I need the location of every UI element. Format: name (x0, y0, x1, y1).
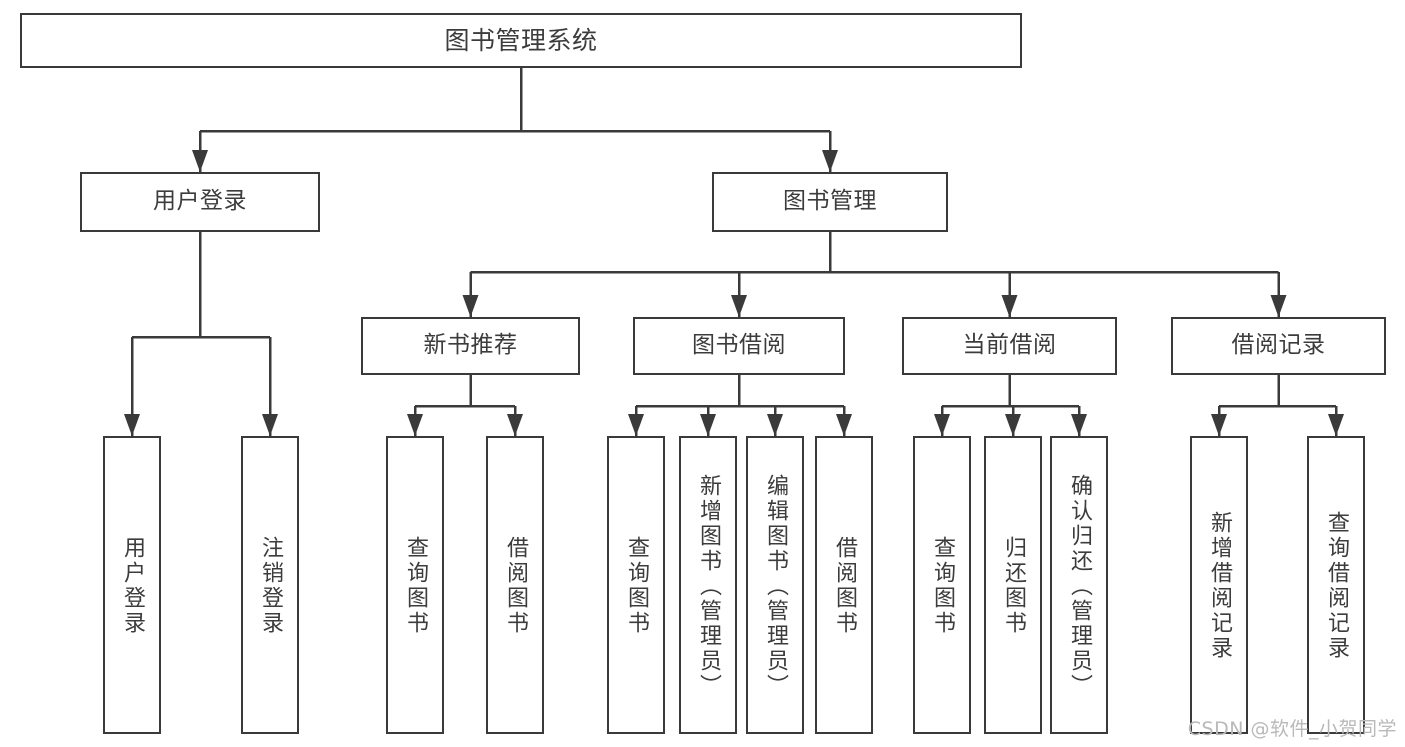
arrowhead-icon (1005, 414, 1021, 436)
arrowhead-icon (767, 414, 783, 436)
arrowhead-icon (1211, 414, 1227, 436)
node-leaf-9[interactable]: 查询图书 (913, 436, 971, 734)
arrowhead-icon (934, 414, 950, 436)
node-current-borrow[interactable]: 当前借阅 (902, 317, 1117, 375)
node-leaf-4[interactable]: 借阅图书 (486, 436, 544, 734)
arrowhead-icon (192, 150, 208, 172)
arrowhead-icon (124, 414, 140, 436)
node-label: 查询借阅记录 (1323, 511, 1349, 661)
node-label: 编辑图书（管理员） (762, 473, 788, 699)
arrowhead-icon (462, 295, 479, 317)
arrowhead-icon (628, 414, 644, 436)
node-label: 图书借阅 (692, 332, 786, 359)
node-label: 查询图书 (402, 536, 428, 636)
node-label: 查询图书 (623, 536, 649, 636)
node-leaf-7[interactable]: 编辑图书（管理员） (746, 436, 804, 734)
node-borrow-record[interactable]: 借阅记录 (1171, 317, 1386, 375)
arrowhead-icon (1270, 295, 1287, 317)
arrowhead-icon (1071, 414, 1087, 436)
node-label: 借阅记录 (1231, 332, 1326, 359)
node-label: 归还图书 (1000, 536, 1026, 636)
node-leaf-6[interactable]: 新增图书（管理员） (679, 436, 737, 734)
node-label: 新书推荐 (423, 332, 518, 359)
node-leaf-2[interactable]: 注销登录 (241, 436, 299, 734)
node-label: 借阅图书 (502, 536, 528, 636)
node-label: 图书管理系统 (444, 25, 598, 55)
node-label: 借阅图书 (831, 536, 857, 636)
arrowhead-icon (731, 295, 747, 317)
node-label: 用户登录 (153, 188, 247, 215)
arrowhead-icon (1001, 295, 1018, 317)
node-user-login[interactable]: 用户登录 (80, 172, 320, 232)
node-leaf-1[interactable]: 用户登录 (103, 436, 161, 734)
node-label: 用户登录 (119, 536, 145, 636)
node-label: 新增借阅记录 (1206, 511, 1232, 661)
node-label: 新增图书（管理员） (695, 473, 721, 699)
arrowhead-icon (407, 414, 423, 436)
node-label: 查询图书 (929, 536, 955, 636)
node-leaf-8[interactable]: 借阅图书 (815, 436, 873, 734)
arrowhead-icon (836, 414, 852, 436)
node-leaf-12[interactable]: 新增借阅记录 (1190, 436, 1248, 734)
node-book-manage[interactable]: 图书管理 (712, 172, 948, 232)
node-label: 当前借阅 (962, 332, 1057, 359)
arrowhead-icon (507, 414, 523, 436)
node-new-book-rec[interactable]: 新书推荐 (361, 317, 580, 375)
node-leaf-11[interactable]: 确认归还（管理员） (1050, 436, 1108, 734)
node-leaf-5[interactable]: 查询图书 (607, 436, 665, 734)
arrowhead-icon (700, 414, 716, 436)
node-book-borrow[interactable]: 图书借阅 (633, 317, 845, 375)
node-label: 注销登录 (257, 536, 283, 636)
node-label: 图书管理 (783, 188, 877, 215)
arrowhead-icon (1328, 414, 1344, 436)
node-label: 确认归还（管理员） (1066, 473, 1092, 699)
node-root[interactable]: 图书管理系统 (20, 13, 1022, 68)
arrowhead-icon (262, 414, 278, 436)
node-leaf-10[interactable]: 归还图书 (984, 436, 1042, 734)
node-leaf-13[interactable]: 查询借阅记录 (1307, 436, 1365, 734)
node-leaf-3[interactable]: 查询图书 (386, 436, 444, 734)
arrowhead-icon (822, 150, 838, 172)
watermark-text: CSDN @软件_小贺同学 (1187, 718, 1397, 740)
